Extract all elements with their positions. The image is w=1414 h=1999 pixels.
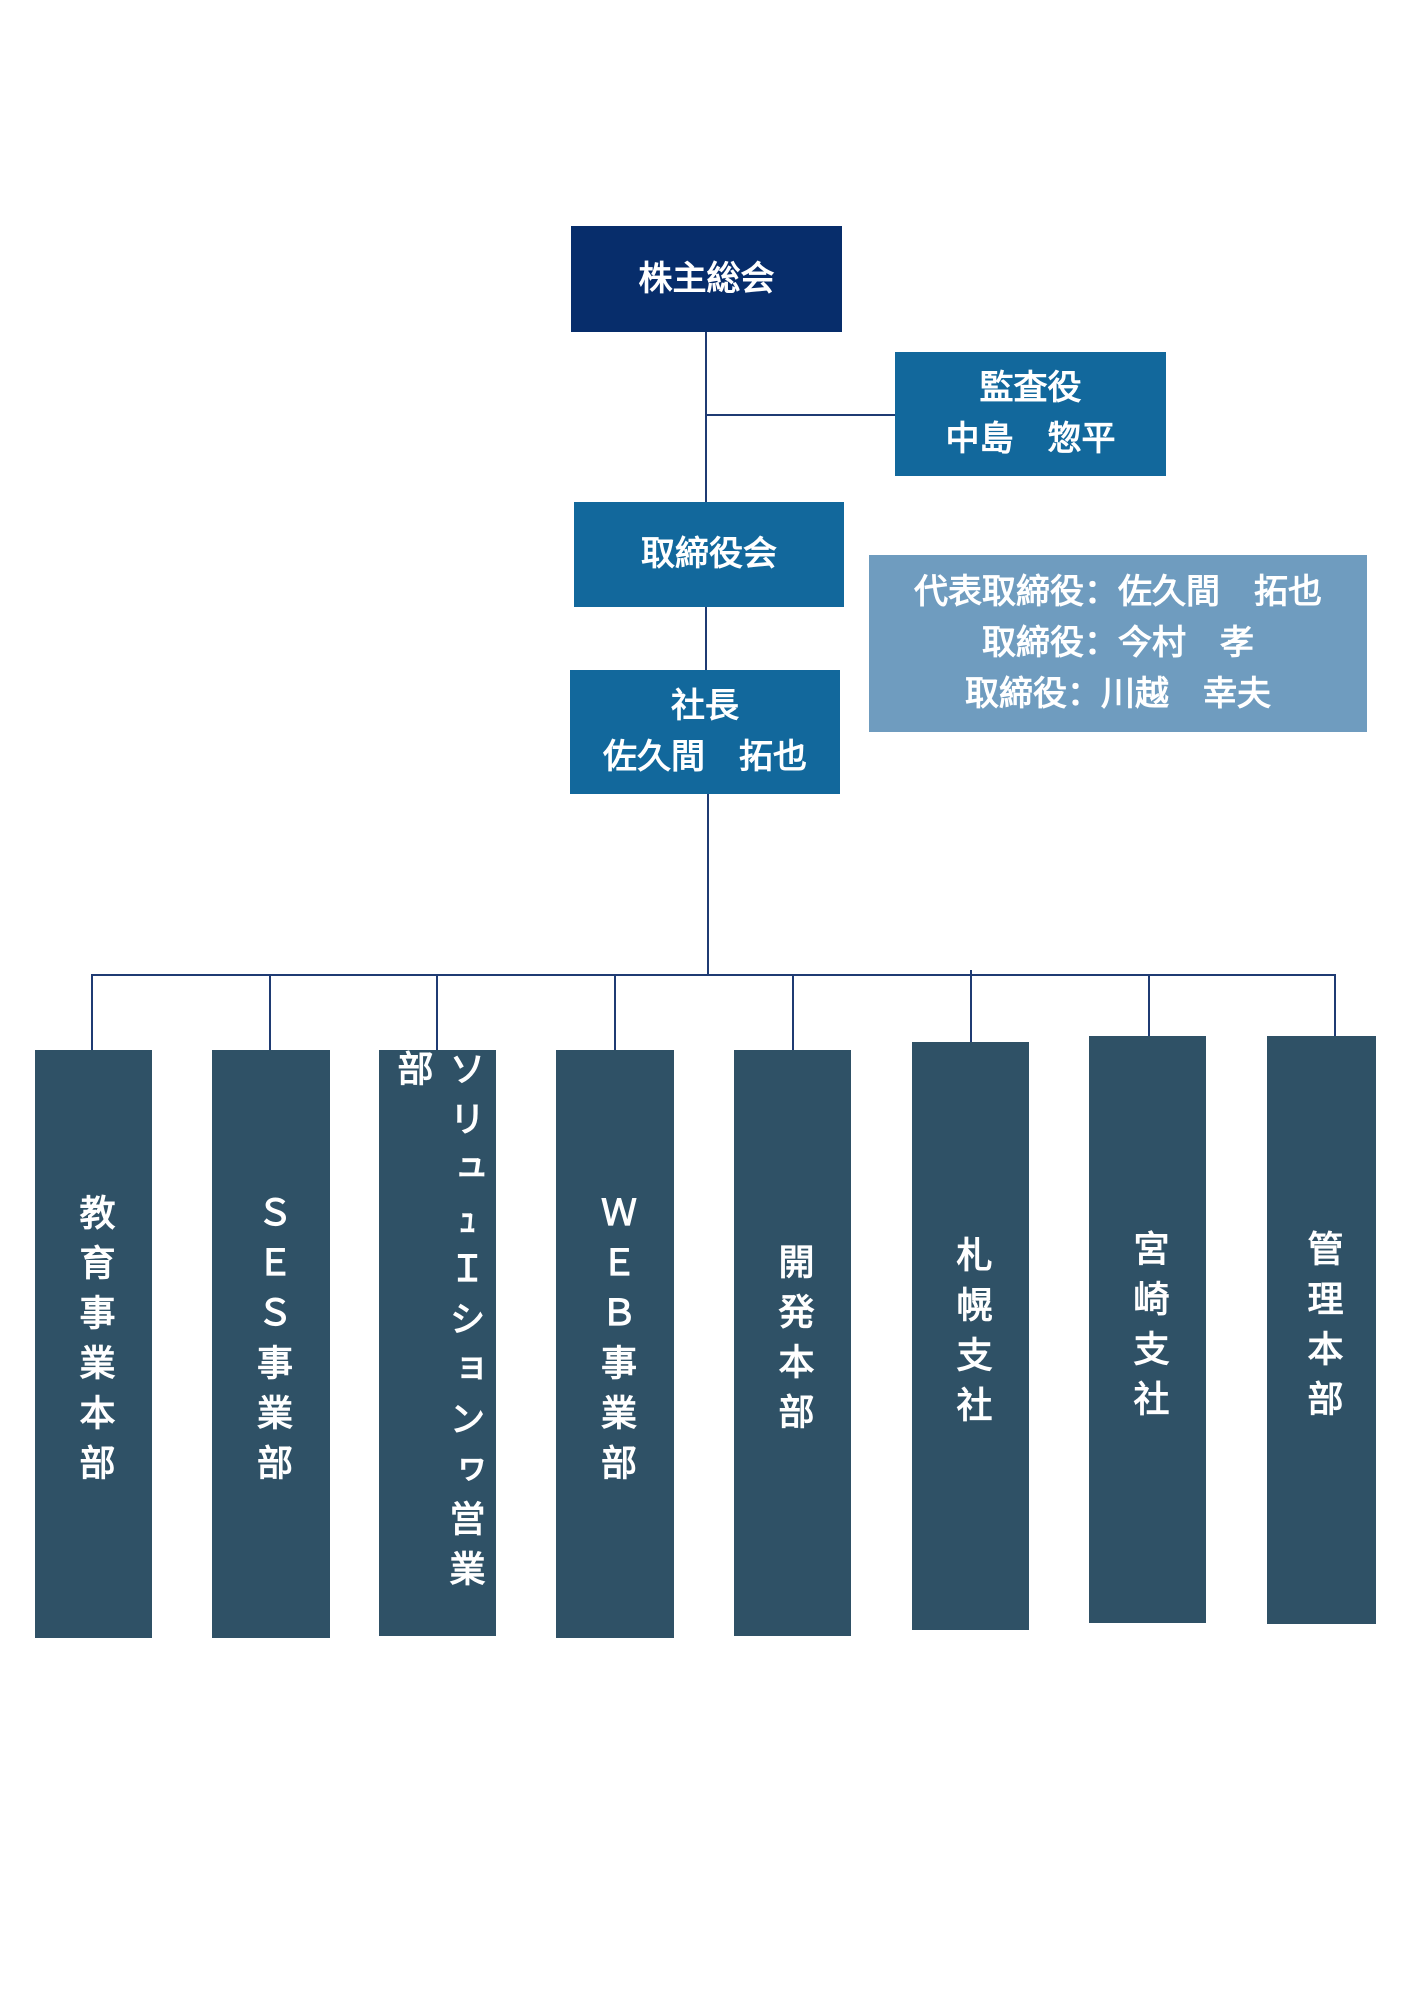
auditor-box: 監査役 中島 惣平: [895, 352, 1166, 476]
connector-dept-1: [91, 974, 93, 1050]
dept-sapporo: 札幌支社: [912, 1042, 1029, 1630]
connector-president-depts: [707, 793, 709, 976]
dept-web: ＷＥＢ事業部: [556, 1050, 674, 1638]
directors-box: 代表取締役：佐久間 拓也 取締役：今村 孝 取締役：川越 幸夫: [869, 555, 1367, 732]
director-line-1: 代表取締役：佐久間 拓也: [914, 572, 1322, 612]
connector-dept-bus: [91, 974, 1335, 976]
dept-management: 管理本部: [1267, 1036, 1376, 1624]
connector-dept-3: [436, 974, 438, 1050]
connector-dept-8: [1334, 974, 1336, 1036]
shareholders-meeting-box: 株主総会: [571, 226, 842, 332]
president-title: 社長: [671, 686, 739, 726]
auditor-name: 中島 惣平: [945, 419, 1116, 459]
dept-miyazaki-label: 宮崎支社: [1127, 1229, 1169, 1430]
connector-board-president: [705, 606, 707, 670]
director-line-3: 取締役：川越 幸夫: [965, 674, 1271, 714]
dept-sapporo-label: 札幌支社: [950, 1236, 992, 1436]
dept-development: 開発本部: [734, 1050, 851, 1636]
board-label: 取締役会: [641, 534, 777, 574]
dept-development-label: 開発本部: [772, 1243, 814, 1443]
dept-management-label: 管理本部: [1301, 1230, 1343, 1430]
president-box: 社長 佐久間 拓也: [570, 670, 840, 794]
director-line-2: 取締役：今村 孝: [982, 623, 1254, 663]
connector-shareholders-board: [705, 332, 707, 502]
connector-dept-4: [614, 974, 616, 1050]
dept-education: 教育事業本部: [35, 1050, 152, 1638]
dept-ses: ＳＥＳ事業部: [212, 1050, 330, 1638]
dept-education-label: 教育事業本部: [73, 1194, 115, 1494]
connector-dept-2: [269, 974, 271, 1050]
connector-dept-6: [970, 970, 972, 1042]
auditor-title: 監査役: [979, 368, 1082, 408]
dept-web-label: ＷＥＢ事業部: [595, 1194, 636, 1494]
connector-auditor: [706, 414, 896, 416]
dept-solution-sales: ソリュｭＩションヮ営業部: [379, 1050, 496, 1636]
board-box: 取締役会: [574, 502, 844, 607]
shareholders-meeting-label: 株主総会: [638, 258, 775, 299]
dept-ses-label: ＳＥＳ事業部: [251, 1194, 292, 1494]
president-name: 佐久間 拓也: [603, 737, 807, 777]
dept-miyazaki: 宮崎支社: [1089, 1036, 1206, 1623]
dept-solution-sales-label: ソリュｭＩションヮ営業部: [391, 1050, 485, 1600]
connector-dept-7: [1148, 974, 1150, 1036]
connector-dept-5: [792, 974, 794, 1050]
